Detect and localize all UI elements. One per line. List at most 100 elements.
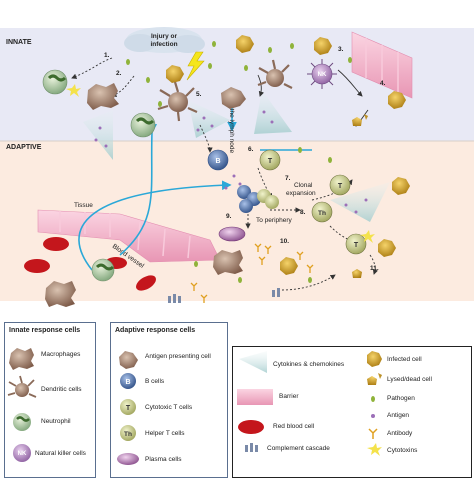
red-blood-cell (24, 259, 50, 273)
legend-lysed-cell: Lysed/dead cell (387, 376, 432, 383)
barrier-top (351, 31, 413, 99)
legend-nk-cells: Natural killer cells (35, 450, 86, 457)
step-10-label: 10. (280, 238, 289, 245)
legend-dendritic-cells: Dendritic cells (41, 386, 82, 393)
cytokine-cone (330, 182, 390, 222)
pathogens (126, 41, 352, 283)
step-3-label: 3. (338, 46, 344, 53)
injury-cloud: Injury or infection (124, 27, 205, 53)
step-7-label: 7. (285, 175, 291, 182)
legend-barrier: Barrier (279, 393, 299, 400)
apc-icon (119, 351, 138, 369)
step-5-label: 5. (196, 91, 202, 98)
legend-apc: Antigen presenting cell (145, 353, 211, 360)
neutrophil (42, 69, 68, 95)
legend-macrophages: Macrophages (41, 351, 81, 358)
antibodies (190, 243, 314, 303)
cytokine-cone (188, 100, 230, 138)
macrophage (221, 87, 246, 109)
b-mark: B (215, 158, 220, 165)
nk-mark: NK (18, 451, 27, 457)
dendritic-cell (257, 59, 293, 89)
dendritic-cell-icon (7, 375, 37, 398)
b-cell-icon: B (120, 373, 136, 389)
b-cell (237, 185, 251, 199)
macrophage-icon (9, 348, 34, 370)
cytokine-icon (239, 351, 267, 373)
legend-innate-title: Innate response cells (9, 327, 81, 334)
legend-cytokines: Cytokines & chemokines (273, 361, 345, 368)
dendritic-cell (157, 81, 198, 122)
step-11-label: 11. (370, 265, 379, 272)
cytotoxin-icon (367, 443, 382, 456)
antigens (94, 110, 368, 214)
helper-t-icon: Th (120, 425, 136, 441)
cytotoxin-star (66, 84, 81, 97)
t-mark: T (126, 405, 131, 412)
legend-adaptive-icons: B T Th (117, 351, 139, 465)
step-2-label: 2. (116, 70, 122, 77)
clonal-label: Clonal (294, 182, 313, 189)
cytotoxic-t-cell: T (329, 174, 351, 196)
to-periphery-label: To periphery (256, 217, 293, 224)
th-mark: Th (318, 210, 326, 217)
legend-plasma-cells: Plasma cells (145, 456, 182, 463)
legend-other: Cytokines & chemokines Barrier Red blood… (232, 346, 472, 478)
neutrophil (91, 258, 115, 282)
legend-helper-t: Helper T cells (145, 430, 185, 437)
cytotoxic-t-cell: T (345, 233, 367, 255)
neutrophil (130, 112, 156, 138)
red-blood-cell-icon (238, 420, 264, 434)
step-9-label: 9. (226, 213, 232, 220)
legend-innate-icons: NK (7, 348, 37, 462)
tissue-label: Tissue (74, 202, 93, 209)
th-mark: Th (124, 431, 132, 438)
red-blood-cell (43, 237, 69, 251)
red-blood-cell (136, 275, 156, 291)
t-mark: T (268, 158, 273, 165)
pathogen-icon (371, 396, 375, 402)
innate-zone-label: INNATE (6, 39, 32, 46)
to-lymph-label: To the lymph node (228, 100, 235, 154)
step-4-label: 4. (380, 80, 386, 87)
legend-other-icons (237, 351, 382, 456)
macrophage (213, 250, 243, 275)
cytokine-cone (83, 110, 113, 160)
legend-b-cells: B cells (145, 378, 165, 385)
helper-t-cell: Th (311, 201, 333, 223)
legend-cytotoxins: Cytotoxins (387, 447, 418, 454)
b-cell (239, 199, 253, 213)
neutrophil-icon (13, 413, 31, 431)
bloodstream-arrow (119, 123, 158, 256)
bloodstream-arrow (78, 180, 232, 271)
b-mark: B (125, 379, 130, 386)
legend-adaptive-title: Adaptive response cells (115, 327, 196, 334)
cytotoxic-t-cell: T (259, 149, 281, 171)
nk-cell-icon: NK (13, 444, 31, 462)
barrier-icon (237, 389, 273, 405)
adaptive-zone-label: ADAPTIVE (6, 144, 42, 151)
step-1-label: 1. (104, 52, 110, 59)
step-6-label: 6. (248, 146, 254, 153)
legend-antigen: Antigen (387, 412, 410, 419)
legend-adaptive: Adaptive response cells B T Th Antigen p… (110, 322, 228, 478)
antigen-icon (371, 414, 375, 418)
infected-cells (166, 35, 410, 278)
expansion-label: expansion (286, 190, 316, 197)
legend-neutrophil: Neutrophil (41, 418, 71, 425)
legend-complement: Complement cascade (267, 445, 330, 452)
infected-cell-icon (367, 351, 382, 367)
legend-cytotoxic-t: Cytotoxic T cells (145, 404, 193, 411)
cytokine-cone (254, 90, 292, 134)
antibody-icon (368, 428, 378, 439)
legend-antibody: Antibody (387, 430, 413, 437)
legend-innate: Innate response cells NK Macrophages Den… (4, 322, 96, 478)
plasma-cell (218, 226, 246, 242)
macrophage (45, 281, 76, 307)
injury-label: Injury or (151, 33, 177, 40)
t-mark: T (354, 242, 359, 249)
lysed-cell-icon (367, 373, 382, 385)
infection-label: infection (150, 41, 177, 48)
